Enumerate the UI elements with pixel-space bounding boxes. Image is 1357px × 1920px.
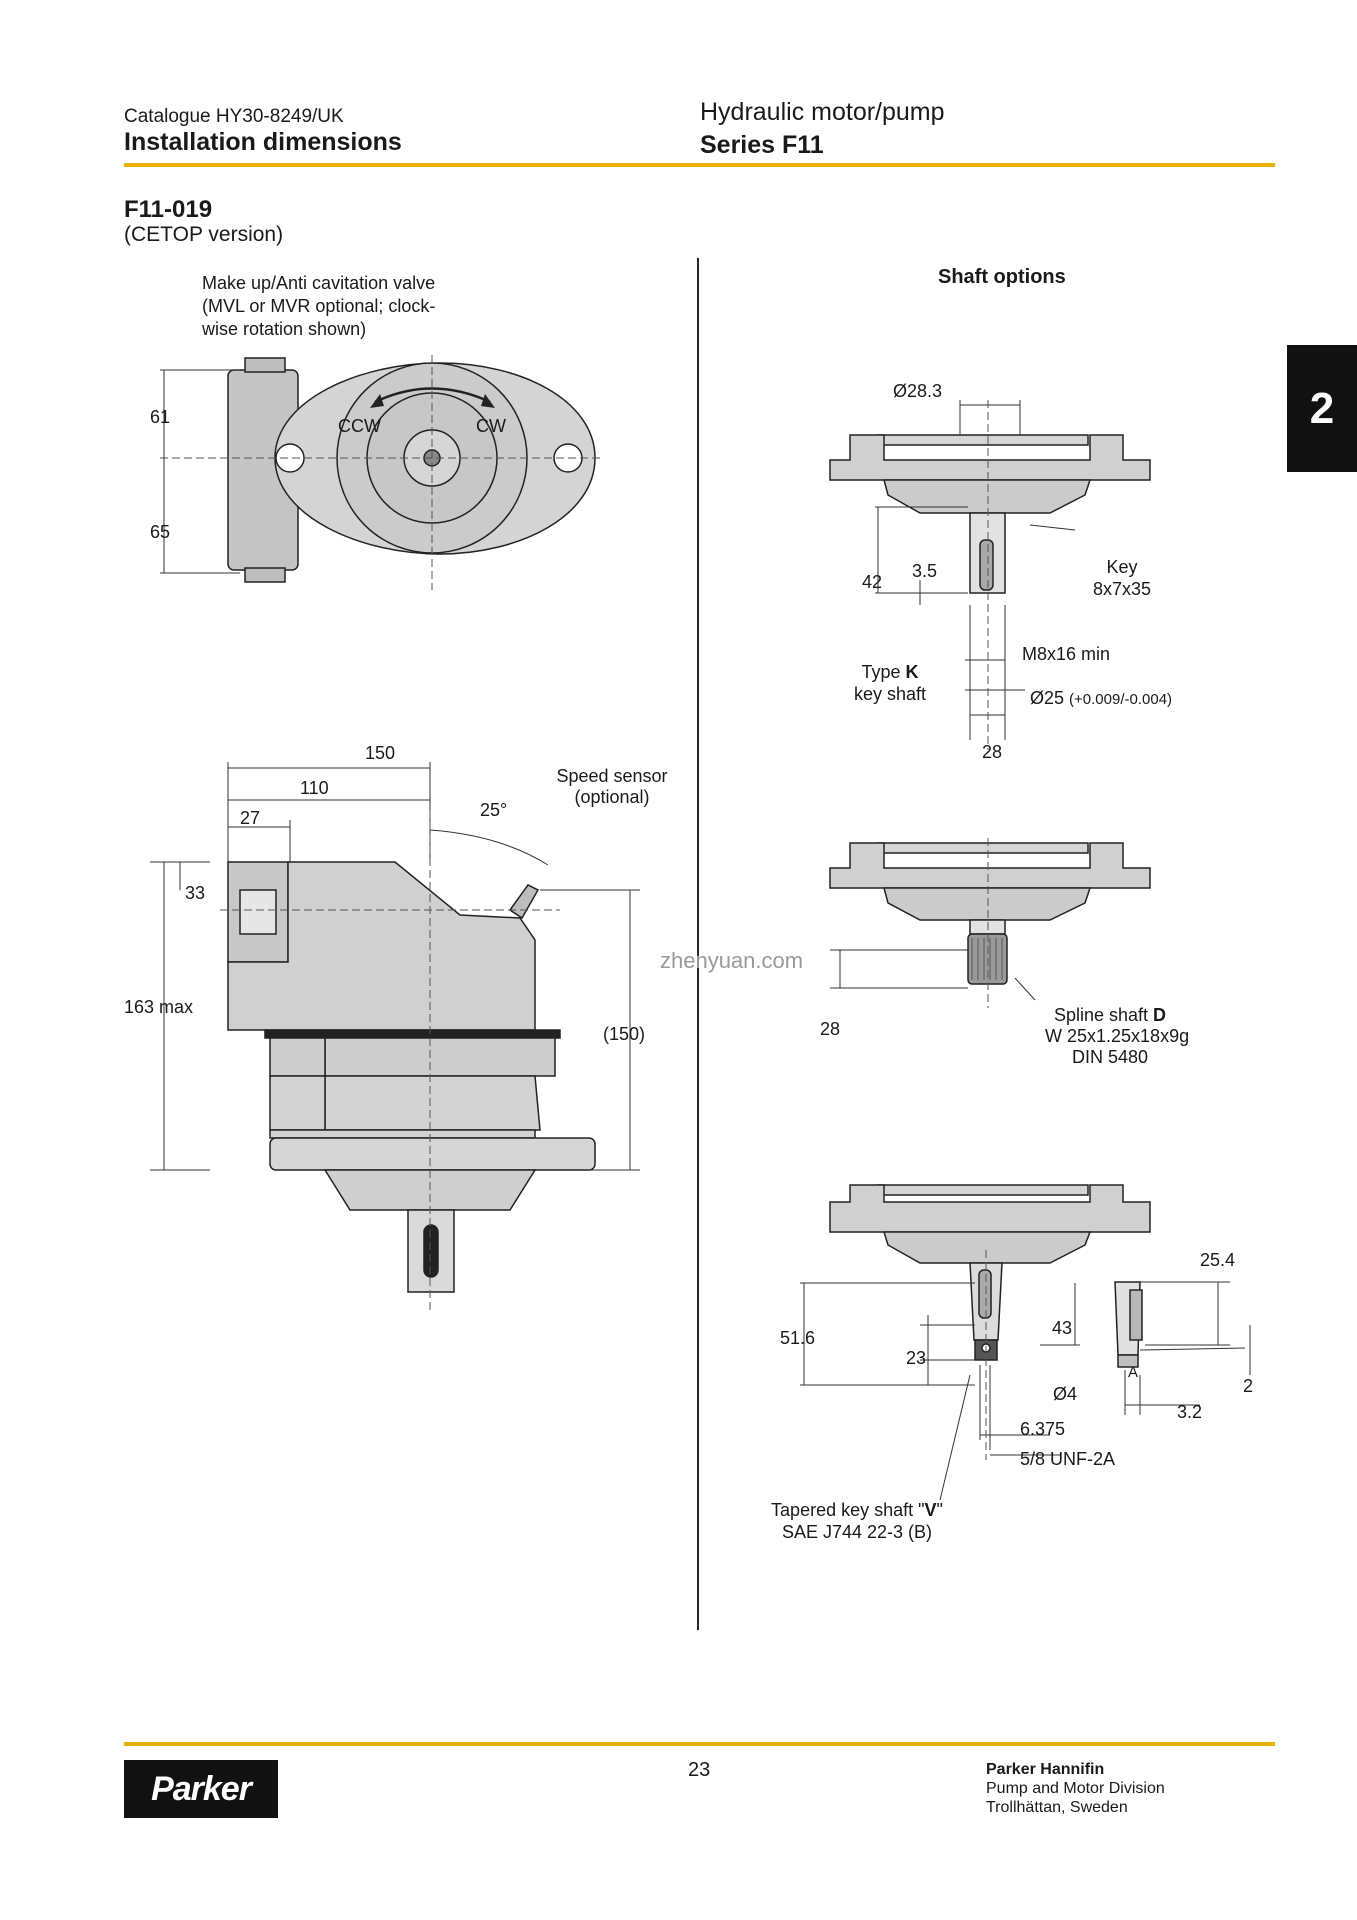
model-title: F11-019 xyxy=(124,196,213,223)
k-tolerance: (+0.009/-0.004) xyxy=(1069,691,1173,708)
angle-25: 25° xyxy=(480,800,508,820)
k-dia-flange: Ø28.3 xyxy=(893,381,943,401)
shaft-d-drawing xyxy=(829,838,1151,1008)
v-detail-a: A xyxy=(1128,1364,1139,1381)
catalogue-number: Catalogue HY30-8249/UK xyxy=(124,106,344,127)
header-rule xyxy=(124,163,1275,167)
v-length-total: 51.6 xyxy=(780,1328,816,1348)
dim-33: 33 xyxy=(185,883,206,903)
dim-110: 110 xyxy=(300,778,329,798)
parker-logo: Parker xyxy=(124,1760,278,1818)
shaft-k-drawing xyxy=(829,400,1151,750)
footer-company: Parker Hannifin xyxy=(986,1761,1105,1778)
k-key-offset: 3.5 xyxy=(912,561,938,581)
v-detail-25-4: 25.4 xyxy=(1200,1250,1236,1270)
section-title: Installation dimensions xyxy=(124,128,402,156)
v-detail-3-2: 3.2 xyxy=(1177,1402,1203,1422)
k-thread: M8x16 min xyxy=(1022,644,1111,664)
v-length-key: 23 xyxy=(906,1348,927,1368)
footer-division: Pump and Motor Division xyxy=(986,1780,1165,1797)
shaft-v-drawing xyxy=(800,1184,1251,1501)
column-divider xyxy=(697,258,699,1630)
dim-150-ref: (150) xyxy=(603,1024,646,1044)
dim-61: 61 xyxy=(150,407,171,427)
chapter-tab: 2 xyxy=(1287,345,1357,472)
k-length: 42 xyxy=(862,572,883,592)
v-length-taper: 43 xyxy=(1052,1318,1073,1338)
page-number: 23 xyxy=(688,1759,711,1781)
ccw-label: CCW xyxy=(338,416,381,436)
series-name: Series F11 xyxy=(700,131,824,159)
dim-150-top: 150 xyxy=(365,743,396,763)
v-hole: Ø4 xyxy=(1053,1384,1078,1404)
watermark: zhenyuan.com xyxy=(660,948,804,973)
model-version: (CETOP version) xyxy=(124,223,284,246)
v-detail-2: 2 xyxy=(1243,1376,1254,1396)
front-view-drawing xyxy=(160,355,600,590)
product-name: Hydraulic motor/pump xyxy=(700,98,945,126)
dim-27: 27 xyxy=(240,808,261,828)
dim-163-max: 163 max xyxy=(124,997,194,1017)
speed-sensor-callout: Speed sensor (optional) xyxy=(556,766,668,807)
cw-label: CW xyxy=(476,416,506,436)
shaft-options-title: Shaft options xyxy=(938,266,1066,288)
k-type-callout: Type K key shaft xyxy=(853,662,927,704)
v-d1: 6.375 xyxy=(1020,1419,1066,1439)
valve-callout: Make up/Anti cavitation valve (MVL or MV… xyxy=(202,273,436,339)
k-width: 28 xyxy=(982,742,1003,762)
k-key-callout: Key 8x7x35 xyxy=(1092,557,1152,599)
footer-location: Trollhättan, Sweden xyxy=(986,1799,1128,1816)
footer-rule xyxy=(124,1742,1275,1746)
k-diameter: Ø25 (+0.009/-0.004) xyxy=(1030,688,1173,708)
v-thread: 5/8 UNF-2A xyxy=(1020,1449,1116,1469)
d-length: 28 xyxy=(820,1019,841,1039)
dim-65: 65 xyxy=(150,522,171,542)
side-view-drawing xyxy=(150,762,640,1310)
v-tapered-callout: Tapered key shaft "V" SAE J744 22-3 (B) xyxy=(771,1500,943,1542)
d-spline-callout: Spline shaft D W 25x1.25x18x9g DIN 5480 xyxy=(1045,1005,1190,1067)
